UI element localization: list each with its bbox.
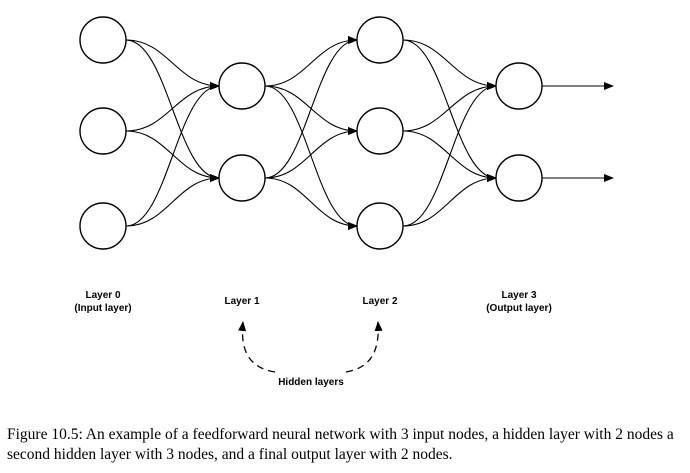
layer-0-subtitle: (Input layer) xyxy=(74,303,131,314)
node-layer0-1 xyxy=(79,107,127,155)
node-layer3-0 xyxy=(495,62,543,110)
node-layer0-0 xyxy=(79,16,127,64)
node-layer2-1 xyxy=(356,107,404,155)
edge-l2n0-l3n0 xyxy=(402,39,497,90)
edge-l1n0-l2n2 xyxy=(264,85,358,230)
layer-3-subtitle: (Output layer) xyxy=(486,303,552,314)
edge-l0n1-l1n0 xyxy=(125,82,220,132)
node-layer1-1 xyxy=(218,154,266,202)
edge-l1n1-l2n1 xyxy=(264,127,358,179)
neural-network-diagram: Layer 0 (Input layer) Layer 1 Layer 2 La… xyxy=(74,16,614,388)
connection-edges xyxy=(125,36,497,230)
network-nodes xyxy=(79,16,543,250)
hidden-layers-arc-right xyxy=(345,321,383,373)
layer-3-label: Layer 3 xyxy=(501,290,536,301)
node-layer1-0 xyxy=(218,62,266,110)
edge-l2n2-l3n1 xyxy=(402,174,497,227)
edge-l0n2-l1n1 xyxy=(125,174,220,227)
hidden-layers-label: Hidden layers xyxy=(278,377,344,388)
figure-caption: Figure 10.5: An example of a feedforward… xyxy=(7,426,674,463)
node-layer0-2 xyxy=(79,202,127,250)
layer-0-label: Layer 0 xyxy=(85,290,120,301)
node-layer2-2 xyxy=(356,202,404,250)
layer-2-label: Layer 2 xyxy=(362,296,397,307)
edge-l0n0-l1n0 xyxy=(125,39,220,90)
hidden-layers-arc-left xyxy=(238,321,276,373)
output-arrows xyxy=(542,82,614,182)
node-layer3-1 xyxy=(495,154,543,202)
node-layer2-0 xyxy=(356,16,404,64)
edge-l2n1-l3n0 xyxy=(402,82,497,132)
edge-l1n0-l2n0 xyxy=(264,36,358,87)
edge-l1n1-l2n2 xyxy=(264,177,358,230)
edge-l1n1-l2n0 xyxy=(264,36,358,179)
layer-1-label: Layer 1 xyxy=(224,296,259,307)
edge-l0n2-l1n0 xyxy=(125,82,220,227)
edge-l2n2-l3n0 xyxy=(402,82,497,227)
